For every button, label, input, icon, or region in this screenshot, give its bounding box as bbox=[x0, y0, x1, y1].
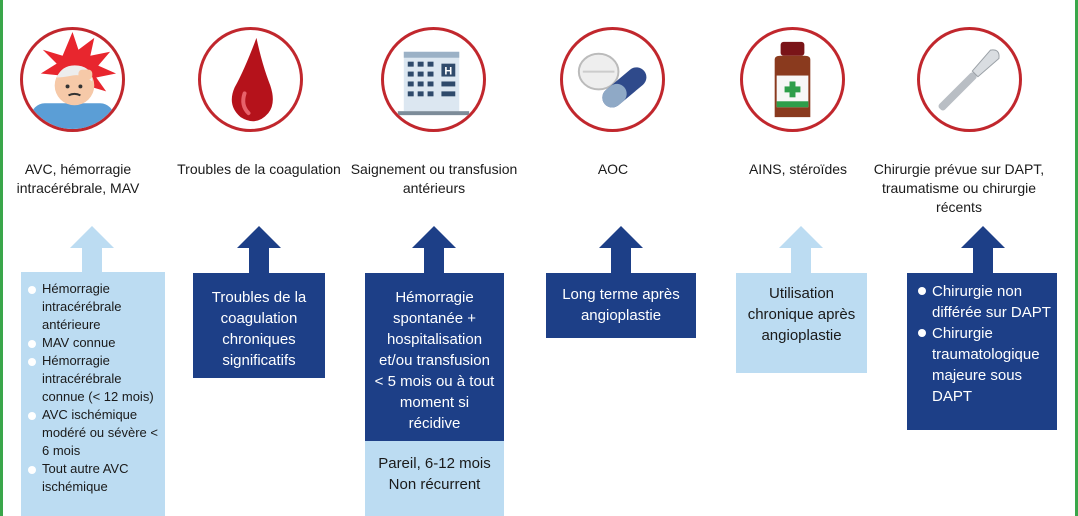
hospital-icon: H bbox=[381, 27, 486, 132]
arrow-up-light bbox=[779, 226, 823, 274]
svg-text:H: H bbox=[444, 66, 452, 78]
bullet-item: Tout autre AVC ischémique bbox=[27, 460, 161, 496]
pills-icon bbox=[560, 27, 665, 132]
arrow-up-dark bbox=[412, 226, 456, 274]
left-border bbox=[0, 0, 3, 516]
bullet-item: AVC ischémique modéré ou sévère < 6 mois bbox=[27, 406, 161, 460]
right-border bbox=[1075, 0, 1078, 516]
label-avc: AVC, hémorragie intracérébrale, MAV bbox=[16, 161, 140, 196]
label-coagulation: Troubles de la coagulation bbox=[177, 161, 341, 177]
box-avc: Hémorragie intracérébrale antérieure MAV… bbox=[21, 272, 165, 516]
medicine-bottle-icon bbox=[740, 27, 845, 132]
label-aoc: AOC bbox=[597, 161, 629, 177]
box-coagulation: Troubles de la coagulation chroniques si… bbox=[193, 273, 325, 378]
arrow-up-light bbox=[70, 226, 114, 274]
blood-drop-icon bbox=[198, 27, 303, 132]
arrow-up-dark bbox=[961, 226, 1005, 274]
stroke-headache-icon bbox=[20, 27, 125, 132]
box-saignement: Hémorragie spontanée + hospitalisation e… bbox=[365, 273, 504, 441]
label-ains: AINS, stéroïdes bbox=[748, 161, 848, 177]
bullet-item: Chirurgie non différée sur DAPT bbox=[917, 281, 1051, 323]
arrow-up-dark bbox=[599, 226, 643, 274]
label-saignement: Saignement ou transfusion antérieurs bbox=[350, 161, 518, 196]
bullet-item: Hémorragie intracérébrale connue (< 12 m… bbox=[27, 352, 161, 406]
box-chirurgie: Chirurgie non différée sur DAPT Chirurgi… bbox=[907, 273, 1057, 430]
box-saignement-secondary: Pareil, 6-12 mois Non récurrent bbox=[365, 441, 504, 516]
arrow-up-dark bbox=[237, 226, 281, 274]
label-chirurgie: Chirurgie prévue sur DAPT, traumatisme o… bbox=[873, 161, 1045, 215]
box-aoc: Long terme après angioplastie bbox=[546, 273, 696, 338]
bullet-item: Hémorragie intracérébrale antérieure bbox=[27, 280, 161, 334]
bullet-item: Chirurgie traumatologique majeure sous D… bbox=[917, 323, 1051, 407]
scalpel-icon bbox=[917, 27, 1022, 132]
bullet-item: MAV connue bbox=[27, 334, 161, 352]
box-ains: Utilisation chronique après angioplastie bbox=[736, 273, 867, 373]
